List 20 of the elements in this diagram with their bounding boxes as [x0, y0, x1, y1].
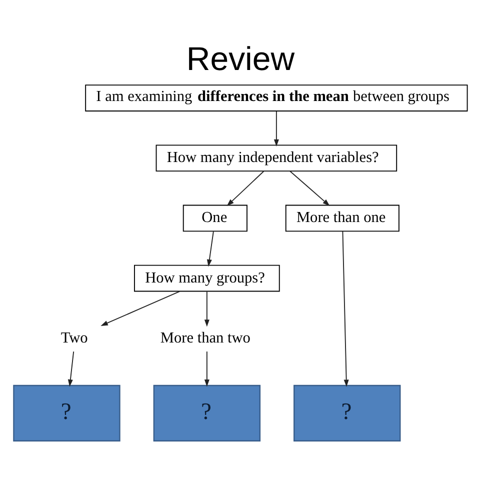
arrow	[273, 110, 278, 147]
node-box: One	[182, 204, 247, 232]
node-box: ?	[152, 384, 260, 442]
arrow	[204, 291, 209, 327]
node-box: ?	[293, 384, 400, 442]
node-box: I am examining differences in the mean between groups	[84, 84, 468, 112]
diagram-title: Review	[186, 40, 294, 78]
arrow	[67, 351, 74, 387]
node-box: ?	[12, 384, 120, 442]
arrow	[342, 230, 348, 387]
arrow	[206, 231, 214, 267]
arrow	[204, 351, 209, 387]
node-text: More than two	[160, 329, 250, 346]
node-box: How many groups?	[134, 264, 280, 292]
node-box: How many independent variables?	[155, 144, 397, 172]
arrow	[289, 170, 330, 206]
arrow	[226, 170, 264, 206]
node-text: Two	[60, 329, 88, 346]
arrow	[100, 290, 180, 326]
node-box: More than one	[284, 204, 399, 232]
